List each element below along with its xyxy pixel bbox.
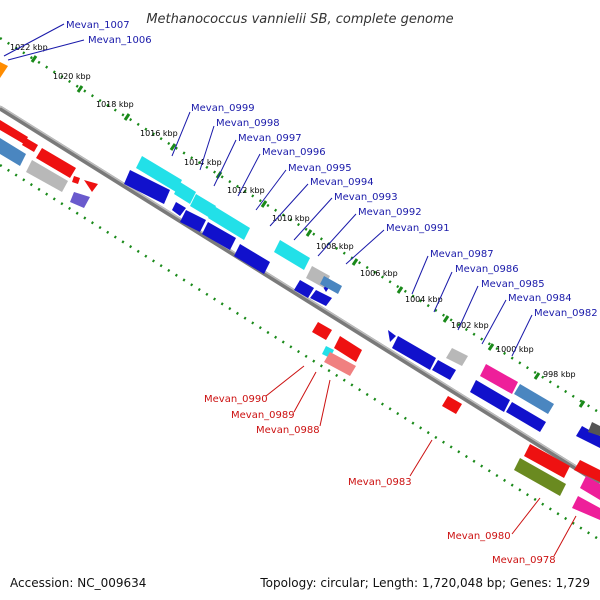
gene-label[interactable]: Mevan_0985 xyxy=(481,279,545,290)
gene-label[interactable]: Mevan_1006 xyxy=(88,35,152,46)
gene-label[interactable]: Mevan_0995 xyxy=(288,163,352,174)
gene-block[interactable] xyxy=(136,156,182,192)
topology-text: Topology: circular; Length: 1,720,048 bp… xyxy=(259,576,590,590)
gene-block[interactable] xyxy=(172,202,186,216)
gene-block[interactable] xyxy=(208,206,250,240)
gene-block[interactable] xyxy=(524,444,570,478)
gene-label[interactable]: Mevan_0993 xyxy=(334,192,398,203)
gene-block[interactable] xyxy=(312,322,332,340)
gene-block[interactable] xyxy=(480,364,518,394)
gene-label[interactable]: Mevan_0991 xyxy=(386,223,450,234)
gene-block[interactable] xyxy=(446,348,468,366)
gene-block[interactable] xyxy=(202,222,236,250)
gene-block[interactable] xyxy=(334,336,362,362)
gene-block[interactable] xyxy=(190,194,216,218)
ruler-label: 1010 kbp xyxy=(272,214,310,223)
gene-blocks xyxy=(0,62,600,520)
gene-block[interactable] xyxy=(588,422,600,436)
gene-label[interactable]: Mevan_0986 xyxy=(455,264,519,275)
gene-block[interactable] xyxy=(84,180,98,192)
ruler-label: 1002 kbp xyxy=(451,321,489,330)
forward-gene-labels: Mevan_1007 Mevan_1006 Mevan_0999 Mevan_0… xyxy=(66,20,598,319)
gene-block[interactable] xyxy=(0,62,8,78)
gene-block[interactable] xyxy=(310,290,332,306)
gene-block[interactable] xyxy=(576,426,600,448)
genome-backbone-highlight xyxy=(0,105,600,482)
ruler-label: 1012 kbp xyxy=(227,186,265,195)
reverse-gene-labels: Mevan_0990 Mevan_0989 Mevan_0988 Mevan_0… xyxy=(204,394,556,566)
gene-block[interactable] xyxy=(470,380,510,412)
gene-label[interactable]: Mevan_0998 xyxy=(216,118,280,129)
ruler-label: 1008 kbp xyxy=(316,242,354,251)
gene-block[interactable] xyxy=(234,244,270,274)
ruler-ticks xyxy=(30,55,586,408)
gene-label[interactable]: Mevan_0999 xyxy=(191,103,255,114)
map-title: Methanococcus vannielii SB, complete gen… xyxy=(146,12,453,27)
gene-block[interactable] xyxy=(442,396,462,414)
gene-label[interactable]: Mevan_0983 xyxy=(348,477,412,488)
mid-dotted-ring xyxy=(0,163,600,542)
gene-block[interactable] xyxy=(174,182,196,204)
accession-text: Accession: NC_009634 xyxy=(10,576,146,590)
gene-block[interactable] xyxy=(392,336,436,370)
gene-block[interactable] xyxy=(72,176,80,184)
label-leaders-reverse xyxy=(265,365,577,557)
ruler-label: 1016 kbp xyxy=(140,129,178,138)
gene-block[interactable] xyxy=(388,330,396,342)
gene-block[interactable] xyxy=(514,458,566,496)
gene-block[interactable] xyxy=(580,476,600,500)
gene-label[interactable]: Mevan_0980 xyxy=(447,531,511,542)
gene-label[interactable]: Mevan_0978 xyxy=(492,555,556,566)
gene-label[interactable]: Mevan_0997 xyxy=(238,133,302,144)
gene-block[interactable] xyxy=(320,276,342,294)
ruler-label: 1020 kbp xyxy=(53,72,91,81)
gene-label[interactable]: Mevan_0996 xyxy=(262,147,326,158)
label-leaders-forward xyxy=(3,23,533,357)
gene-block[interactable] xyxy=(506,402,546,432)
gene-label[interactable]: Mevan_0989 xyxy=(231,410,295,421)
ruler-label: 1006 kbp xyxy=(360,269,398,278)
gene-block[interactable] xyxy=(26,160,68,192)
gene-label[interactable]: Mevan_0987 xyxy=(430,249,494,260)
gene-block[interactable] xyxy=(432,360,456,380)
gene-label[interactable]: Mevan_0982 xyxy=(534,308,598,319)
ruler-label: 998 kbp xyxy=(543,370,576,379)
gene-label[interactable]: Mevan_1007 xyxy=(66,20,130,31)
gene-block[interactable] xyxy=(574,460,600,482)
gene-label[interactable]: Mevan_0984 xyxy=(508,293,572,304)
gene-block[interactable] xyxy=(180,210,206,232)
gene-block[interactable] xyxy=(124,170,170,204)
gene-label[interactable]: Mevan_0990 xyxy=(204,394,268,405)
gene-block[interactable] xyxy=(36,148,76,178)
ruler-label: 1004 kbp xyxy=(405,295,443,304)
gene-block[interactable] xyxy=(294,280,314,298)
gene-block[interactable] xyxy=(0,138,26,166)
gene-label[interactable]: Mevan_0994 xyxy=(310,177,374,188)
ruler-label: 1022 kbp xyxy=(10,43,48,52)
gene-block[interactable] xyxy=(274,240,310,270)
gene-block[interactable] xyxy=(22,138,38,152)
ruler-label: 1018 kbp xyxy=(96,100,134,109)
gene-block[interactable] xyxy=(324,352,356,376)
gene-label[interactable]: Mevan_0992 xyxy=(358,207,422,218)
gene-block[interactable] xyxy=(0,120,28,144)
genome-backbone xyxy=(0,105,600,486)
gene-block[interactable] xyxy=(70,192,90,208)
outer-dotted-ring xyxy=(0,36,600,415)
gene-block[interactable] xyxy=(514,384,554,414)
gene-label[interactable]: Mevan_0988 xyxy=(256,425,320,436)
gene-block[interactable] xyxy=(572,496,600,520)
